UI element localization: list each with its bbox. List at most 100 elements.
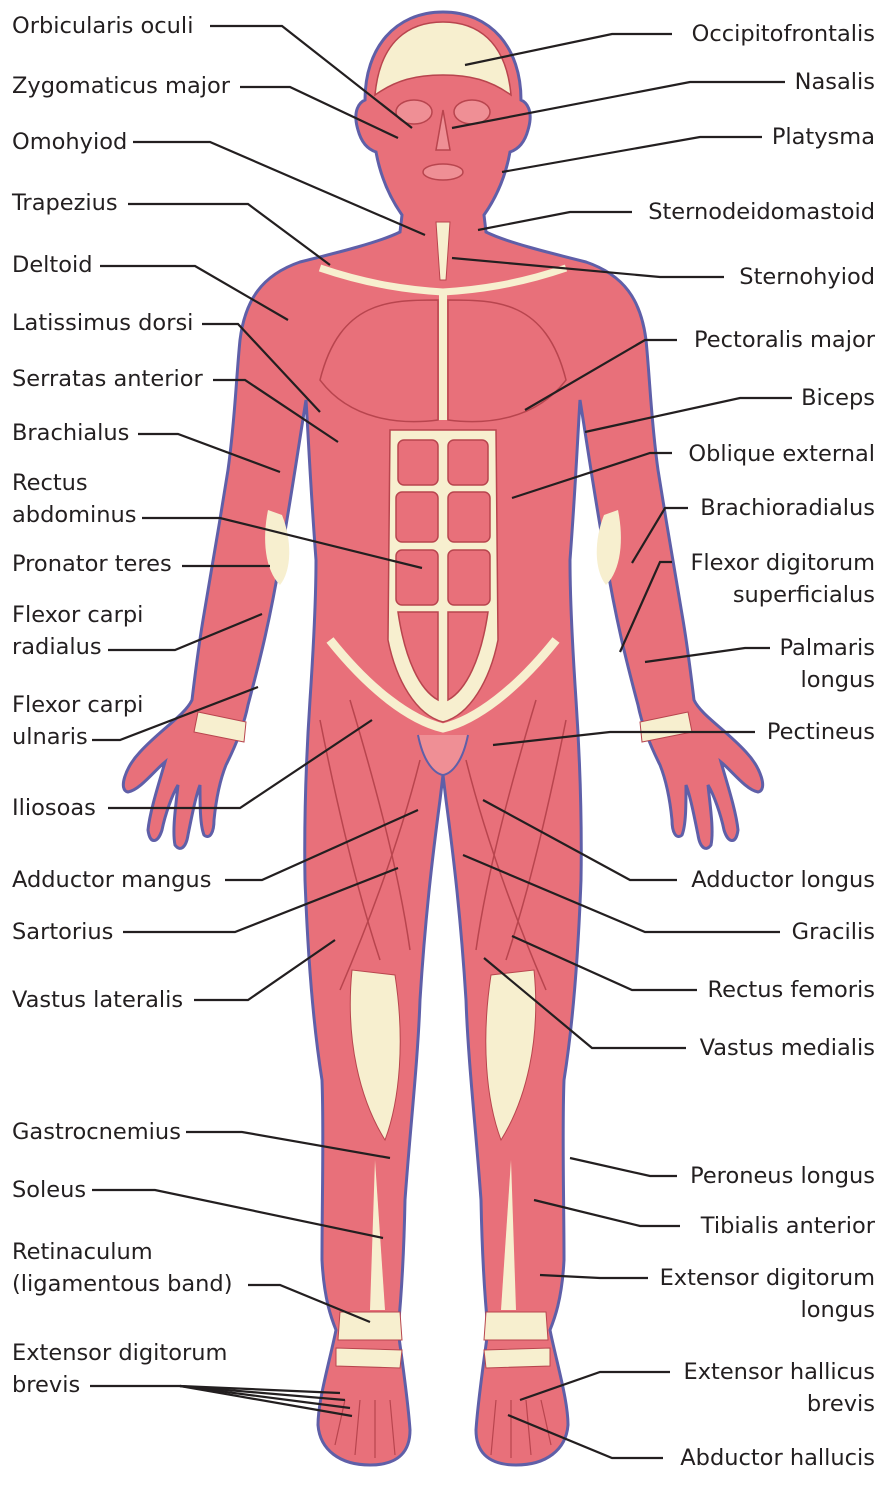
leader-brachialus (138, 432, 281, 474)
inguinal-line (326, 637, 560, 733)
leader-lines (90, 24, 792, 1460)
leader-latissimus-dorsi (202, 322, 321, 413)
leader-sternodeidomastoid (477, 210, 632, 232)
label-abductor-hallucis: Abductor hallucis (680, 1442, 875, 1474)
leader-flexor-carpi-radialus (108, 612, 263, 652)
leader-extensor-digitorum-brevis-2 (179, 1384, 346, 1402)
label-line: Sternodeidomastoid (648, 199, 875, 225)
label-zygomaticus-major: Zygomaticus major (12, 70, 230, 102)
label-vastus-lateralis: Vastus lateralis (12, 984, 183, 1016)
right-elbow-tendon (596, 510, 621, 585)
leader-rectus-abdominus (142, 516, 423, 570)
label-line: Biceps (801, 385, 875, 411)
label-line: Omohyiod (12, 129, 128, 155)
label-brachialus: Brachialus (12, 417, 129, 449)
leader-serratas-anterior (213, 378, 339, 443)
label-line: Brachialus (12, 420, 130, 446)
right-knee-tendon (485, 969, 537, 1142)
label-line: Adductor mangus (12, 867, 212, 893)
label-sternodeidomastoid: Sternodeidomastoid (648, 196, 875, 228)
label-flexor-carpi-ulnaris: Flexor carpi ulnaris (12, 689, 143, 753)
right-eye-muscle (453, 99, 491, 125)
label-pectineus: Pectineus (767, 716, 875, 748)
label-line: Soleus (12, 1177, 87, 1203)
leader-brachioradialus (631, 506, 688, 564)
label-line: (ligamentous band) (12, 1271, 233, 1297)
leader-pectineus (492, 730, 755, 747)
label-deltoid: Deltoid (12, 249, 93, 281)
label-flexor-carpi-radialus: Flexor carpi radialus (12, 599, 143, 663)
leader-adductor-longus (482, 799, 677, 882)
label-line: Vastus medialis (699, 1035, 875, 1061)
label-line: Tibialis anterior (700, 1213, 875, 1239)
label-line: longus (800, 667, 875, 693)
label-line: Flexor carpi (12, 602, 144, 628)
leader-vastus-lateralis (194, 939, 336, 1002)
leader-sternohyiod (451, 256, 724, 279)
label-line: Platysma (771, 124, 875, 150)
label-line: Pectineus (766, 719, 875, 745)
label-oblique-external: Oblique external (688, 438, 875, 470)
label-biceps: Biceps (801, 382, 875, 414)
label-gracilis: Gracilis (792, 916, 875, 948)
muscular-body (121, 10, 765, 1467)
leader-extensor-digitorum-brevis-4 (179, 1384, 353, 1418)
label-line: Sternohyiod (739, 264, 875, 290)
label-extensor-hallicus-brevis: Extensor hallicus brevis (683, 1356, 875, 1420)
label-vastus-medialis: Vastus medialis (700, 1032, 875, 1064)
label-line: Pectoralis major (694, 327, 875, 353)
leader-extensor-digitorum-brevis-3 (179, 1384, 351, 1410)
label-line: abdominus (12, 502, 137, 528)
label-line: Oblique external (688, 441, 875, 467)
label-line: Extensor digitorum (12, 1340, 228, 1366)
left-knee-tendon (349, 969, 401, 1142)
left-wrist-band (193, 711, 247, 743)
leader-soleus (92, 1188, 384, 1240)
leader-pectoralis-major (524, 338, 677, 411)
label-pectoralis-major: Pectoralis major (694, 324, 875, 356)
leader-vastus-medialis (483, 957, 686, 1050)
leader-sartorius (123, 866, 399, 934)
mouth (422, 163, 464, 181)
label-line: brevis (806, 1391, 875, 1417)
ankle-retinacula (335, 1311, 551, 1369)
label-line: Pronator teres (12, 551, 172, 577)
label-line: Occipitofrontalis (691, 21, 875, 47)
scalp-aponeurosis (374, 21, 512, 97)
leader-flexor-digitorum-superficialus (618, 560, 672, 653)
leader-nasalis (451, 80, 785, 130)
leader-gastrocnemius (186, 1130, 391, 1160)
label-tibialis-anterior: Tibialis anterior (701, 1210, 875, 1242)
label-line: Latissimus dorsi (12, 310, 194, 336)
label-sartorius: Sartorius (12, 916, 113, 948)
left-shin-tendon (370, 1160, 385, 1310)
label-line: Trapezius (12, 190, 118, 216)
label-occipitofrontalis: Occipitofrontalis (692, 18, 875, 50)
leader-iliosoas (108, 719, 373, 810)
label-gastrocnemius: Gastrocnemius (12, 1116, 181, 1148)
label-line: Rectus (12, 470, 88, 496)
label-line: longus (800, 1297, 875, 1323)
label-line: Flexor digitorum (690, 550, 875, 576)
label-line: Extensor digitorum (659, 1265, 875, 1291)
label-rectus-femoris: Rectus femoris (708, 974, 875, 1006)
label-omohyiod: Omohyiod (12, 126, 127, 158)
groin-outline (417, 734, 469, 777)
label-line: Serratas anterior (12, 366, 203, 392)
label-latissimus-dorsi: Latissimus dorsi (12, 307, 193, 339)
label-nasalis: Nasalis (795, 66, 875, 98)
leader-platysma (501, 135, 762, 174)
label-line: Vastus lateralis (12, 987, 184, 1013)
leader-extensor-digitorum-longus (539, 1273, 648, 1280)
label-line: ulnaris (12, 724, 88, 750)
label-adductor-mangus: Adductor mangus (12, 864, 211, 896)
label-adductor-longus: Adductor longus (691, 864, 875, 896)
label-line: Zygomaticus major (12, 73, 231, 99)
right-wrist-band (639, 711, 693, 743)
label-flexor-digitorum-superficialus: Flexor digitorum superficialus (690, 547, 875, 611)
label-line: Flexor carpi (12, 692, 144, 718)
label-line: Iliosoas (12, 795, 96, 821)
label-pronator-teres: Pronator teres (12, 548, 172, 580)
